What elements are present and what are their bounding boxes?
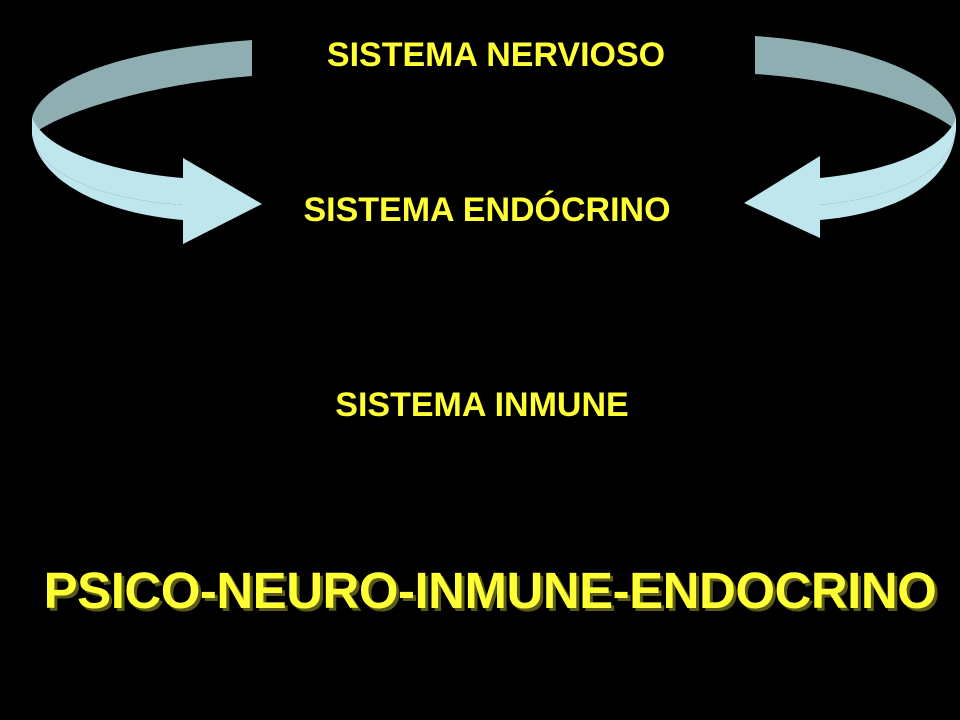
left-arrow-front-band: [32, 118, 183, 205]
left-arrow-back-face: [32, 40, 252, 135]
left-arrow-body-lower: [32, 135, 183, 220]
right-curved-arrow-icon: [744, 36, 956, 238]
label-sistema-nervioso: SISTEMA NERVIOSO: [326, 36, 666, 74]
right-arrow-front-band: [820, 118, 956, 205]
label-sistema-inmune: SISTEMA INMUNE: [335, 386, 629, 424]
right-arrow-head: [744, 156, 820, 238]
left-curved-arrow-icon: [32, 40, 262, 244]
right-arrow-back-face: [755, 36, 956, 130]
right-arrow-body-lower: [820, 130, 956, 220]
label-sistema-endocrino: SISTEMA ENDÓCRINO: [303, 191, 671, 229]
left-arrow-head: [183, 158, 262, 244]
title-psico-neuro-inmune-endocrino: PSICO-NEURO-INMUNE-ENDOCRINO: [43, 562, 937, 619]
